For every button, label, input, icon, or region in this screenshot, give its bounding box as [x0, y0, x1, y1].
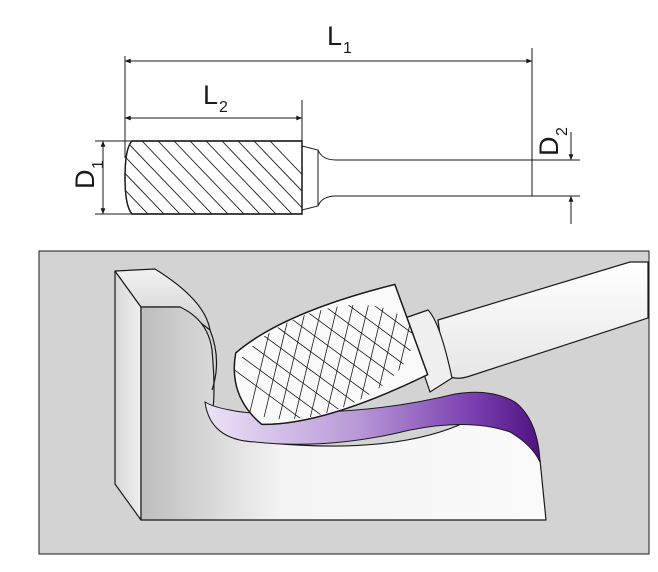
svg-text:L: L — [327, 21, 342, 51]
svg-text:2: 2 — [219, 99, 228, 116]
burr-head-3d — [215, 282, 429, 442]
burr-collar-3d — [404, 309, 453, 393]
svg-text:D: D — [534, 137, 564, 157]
svg-text:1: 1 — [343, 40, 352, 57]
application-illustration — [38, 250, 650, 555]
workpiece-fillet-edge — [209, 329, 218, 391]
burr-shaft-3d — [404, 261, 649, 393]
label-l1: L 1 — [327, 21, 352, 57]
workpiece-side-face — [114, 270, 142, 521]
burr-shank — [301, 145, 533, 211]
burr-head — [124, 140, 303, 215]
burr-technical-drawing — [95, 48, 580, 224]
svg-text:D: D — [70, 170, 100, 190]
svg-text:1: 1 — [90, 160, 107, 169]
svg-text:L: L — [203, 80, 218, 110]
label-d2: D 2 — [534, 127, 571, 156]
burr-flutes — [125, 141, 302, 214]
label-l2: L 2 — [203, 80, 228, 116]
label-d1: D 1 — [70, 160, 107, 189]
svg-text:2: 2 — [554, 127, 571, 136]
